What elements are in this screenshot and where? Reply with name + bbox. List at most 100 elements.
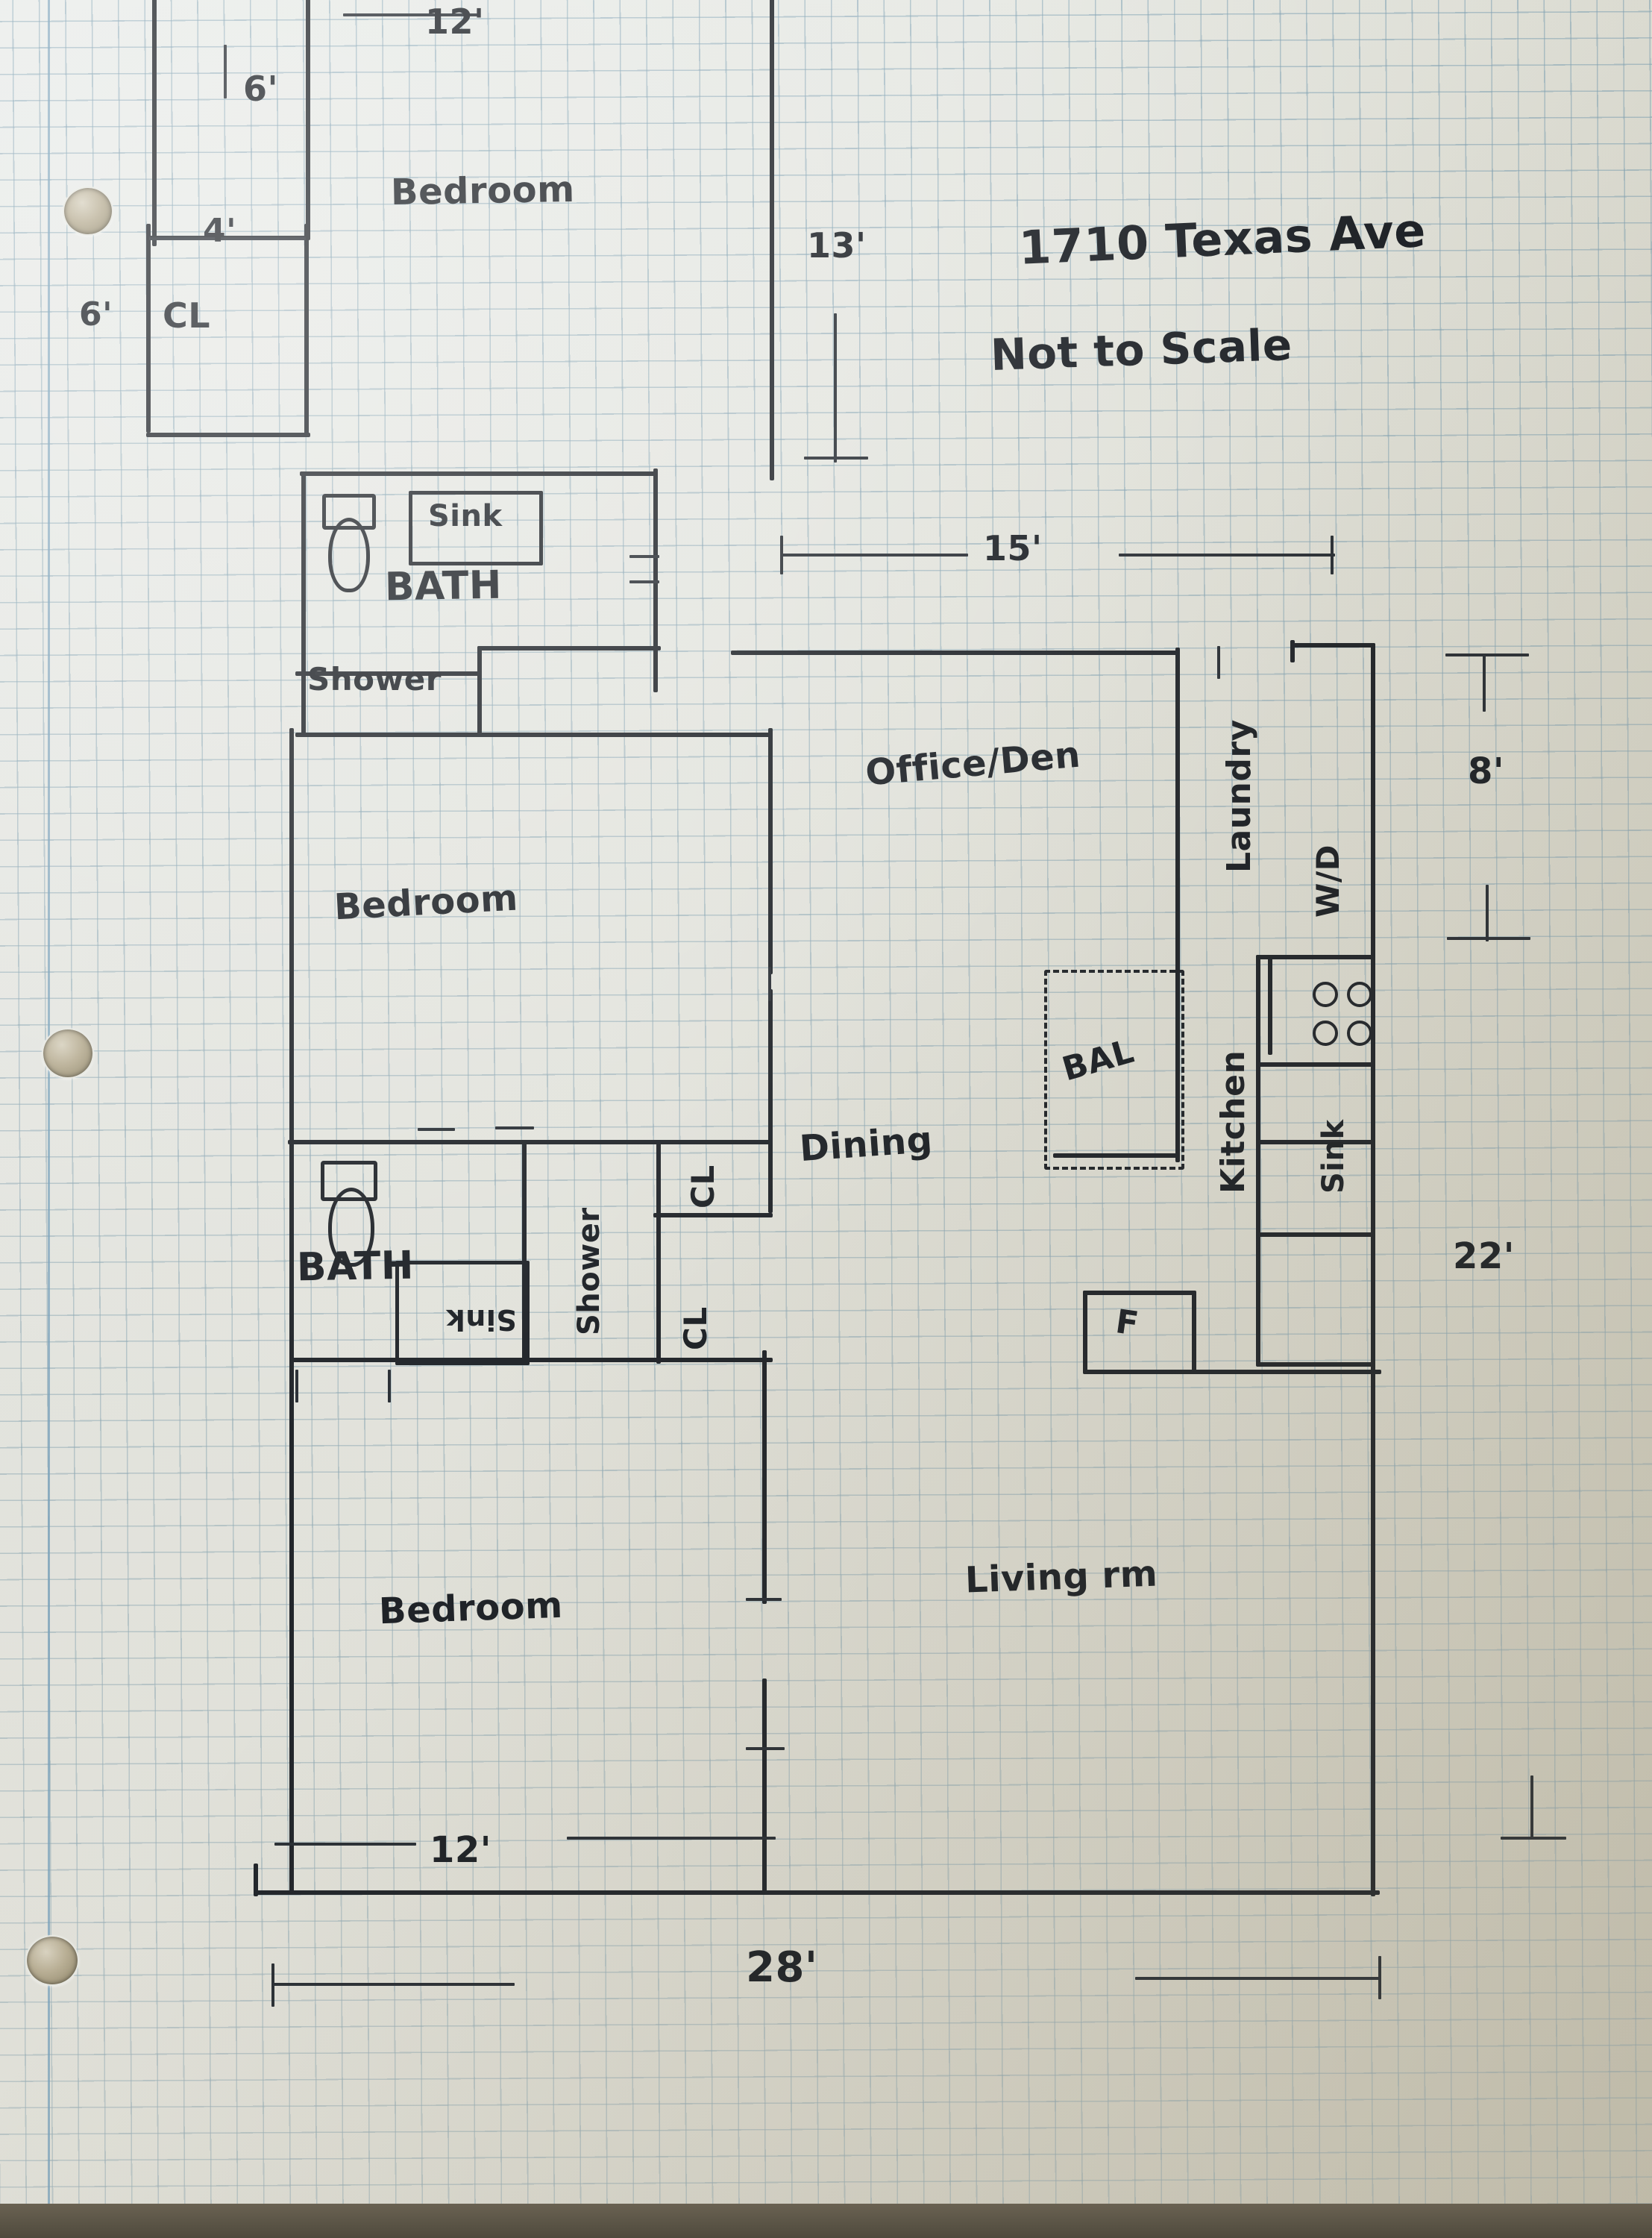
dimension-line: [224, 45, 227, 98]
label-closet-low-a: CL: [685, 1165, 721, 1209]
opening-tick: [746, 1598, 782, 1601]
wall: [146, 224, 151, 433]
room-label-laundry: Laundry: [1220, 719, 1258, 873]
wall: [152, 0, 157, 246]
dimension-tick: [1445, 653, 1529, 656]
dimension-bedroom-top-offset: 6': [243, 69, 279, 109]
opening-tick: [495, 1126, 534, 1129]
toilet-bowl-icon: [328, 1188, 374, 1267]
opening-tick: [1217, 646, 1220, 679]
wall: [770, 0, 774, 480]
desk-surface: [0, 2204, 1652, 2238]
wall: [295, 733, 773, 737]
wall: [656, 1140, 661, 1364]
wall: [1192, 1291, 1196, 1373]
stove-burner-icon: [1347, 1021, 1372, 1046]
label-refrigerator: F: [1113, 1303, 1142, 1344]
sink-basin-low: [395, 1261, 530, 1365]
paper-margin-line: [48, 0, 50, 2231]
wall-exterior-right: [1371, 643, 1375, 1896]
wall: [295, 671, 482, 676]
balcony-outline: [1044, 970, 1184, 1170]
room-label-living-room: Living rm: [964, 1552, 1159, 1602]
wall: [477, 646, 661, 651]
wall: [1083, 1291, 1195, 1295]
dimension-closet-top-width: 4': [203, 212, 237, 250]
opening-tick: [295, 1370, 298, 1402]
dimension-line: [1530, 1775, 1533, 1840]
wall: [1175, 648, 1180, 1162]
opening-tick: [388, 1370, 391, 1402]
dimension-line: [149, 237, 306, 240]
dimension-overall-width: 28': [746, 1943, 818, 1992]
wall: [1256, 1062, 1374, 1067]
hole-punch: [42, 1028, 94, 1079]
dimension-tick: [271, 1963, 274, 2007]
wall: [304, 224, 309, 434]
dimension-closet-top-height: 6': [79, 295, 113, 333]
wall: [300, 471, 658, 476]
wall: [306, 0, 310, 239]
wall: [768, 728, 773, 974]
room-label-bedroom-top: Bedroom: [390, 168, 576, 214]
dimension-tick: [1447, 937, 1530, 940]
toilet-bowl-icon: [328, 518, 370, 592]
dimension-line: [274, 1843, 416, 1846]
opening-tick: [629, 555, 659, 558]
dimension-tick: [804, 457, 868, 460]
dimension-bedroom-top-width: 12': [425, 1, 485, 42]
wall: [1256, 955, 1260, 1365]
dimension-tick: [780, 536, 783, 574]
dimension-line: [1135, 1977, 1381, 1980]
wall: [762, 1350, 767, 1604]
label-sink-top: Sink: [428, 499, 503, 533]
wall: [146, 433, 310, 437]
wall: [1053, 1153, 1180, 1158]
wall: [653, 1213, 773, 1217]
dimension-line: [782, 554, 968, 557]
wall: [1083, 1291, 1087, 1373]
label-shower-low: Shower: [572, 1207, 606, 1335]
wall: [1256, 955, 1374, 959]
plan-subtitle: Not to Scale: [989, 319, 1293, 381]
dimension-right-depth: 22': [1453, 1235, 1515, 1277]
wall: [477, 646, 482, 737]
dimension-tick: [1501, 1837, 1566, 1840]
dimension-line: [273, 1983, 515, 1986]
wall: [289, 1358, 773, 1362]
room-label-bath-top: BATH: [384, 562, 503, 610]
dimension-office-width: 15': [983, 528, 1043, 568]
dimension-line: [1119, 554, 1335, 557]
sink-basin-top: [409, 491, 543, 565]
room-label-kitchen: Kitchen: [1214, 1050, 1252, 1194]
label-kitchen-sink: Sink: [1316, 1119, 1351, 1194]
label-sink-low: Sink: [446, 1303, 517, 1336]
dimension-line: [343, 13, 477, 16]
wall: [288, 1140, 770, 1144]
opening-tick: [629, 580, 659, 583]
dimension-line: [1483, 653, 1486, 712]
dimension-line: [834, 313, 837, 463]
wall: [1290, 640, 1295, 662]
dimension-upper-right-depth: 13': [807, 225, 867, 266]
stove-burner-icon: [1313, 982, 1338, 1007]
room-label-bath-low: BATH: [296, 1243, 415, 1291]
label-shower-top: Shower: [307, 661, 442, 698]
opening-tick: [418, 1128, 455, 1131]
wall: [301, 471, 306, 737]
label-washer-dryer: W/D: [1310, 844, 1346, 918]
dimension-bedroom-bottom-width: 12': [430, 1829, 491, 1871]
room-label-dining: Dining: [798, 1118, 935, 1170]
wall: [254, 1864, 258, 1896]
wall: [1256, 1140, 1374, 1144]
room-label-bedroom-mid: Bedroom: [333, 877, 519, 929]
wall: [522, 1140, 527, 1364]
wall: [1290, 643, 1375, 648]
hole-punch: [63, 186, 113, 236]
room-label-bedroom-bottom: Bedroom: [378, 1584, 564, 1633]
stove-burner-icon: [1347, 982, 1372, 1007]
dimension-tick: [1378, 1956, 1381, 1999]
dimension-line: [1486, 885, 1489, 941]
label-closet-low-b: CL: [677, 1306, 714, 1350]
